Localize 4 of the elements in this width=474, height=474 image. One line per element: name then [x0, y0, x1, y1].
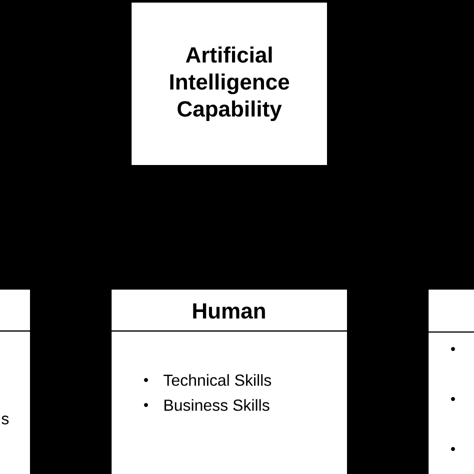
text-box: Human Technical Skills Business Skills — [111, 289, 348, 474]
text-box: s — [0, 289, 31, 474]
box — [428, 289, 474, 474]
title-box: Artificial Intelligence Capability — [131, 2, 328, 166]
